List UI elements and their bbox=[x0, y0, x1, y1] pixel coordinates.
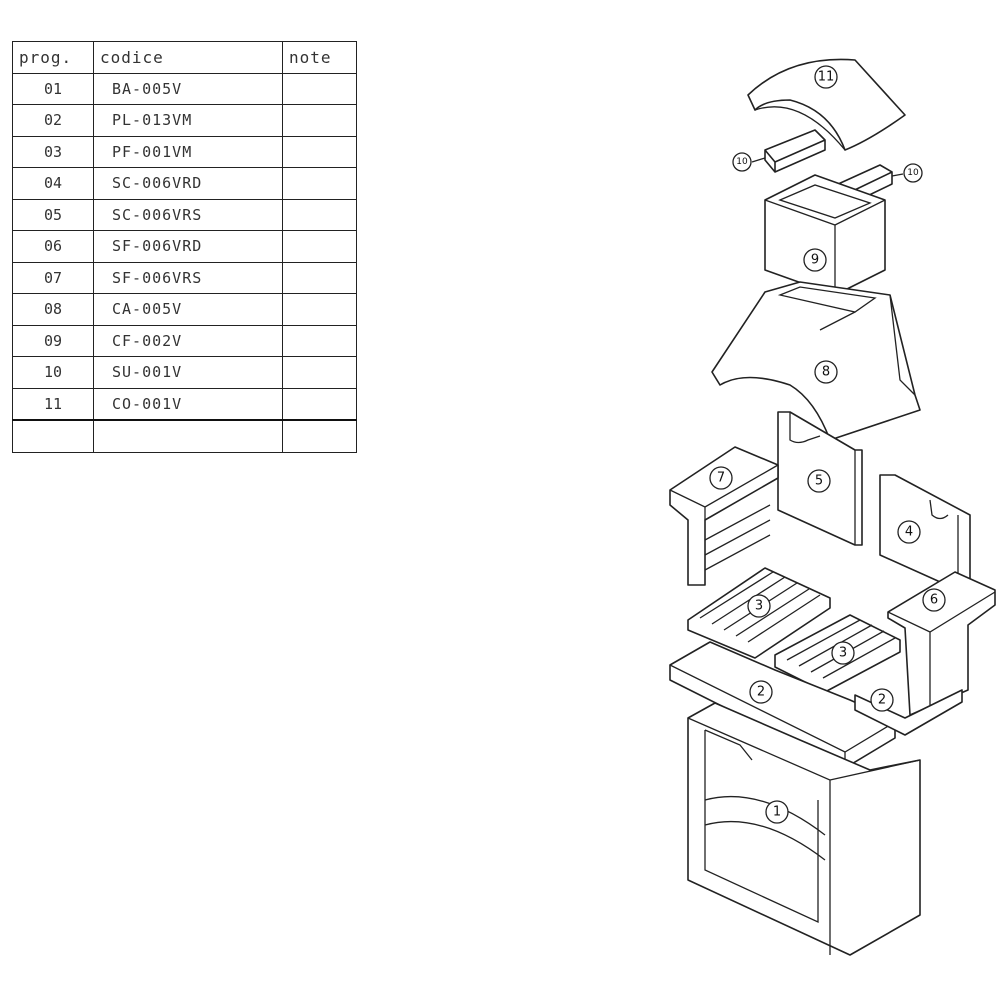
callout-7: 7 bbox=[709, 466, 733, 490]
cell-codice: CA-005V bbox=[93, 293, 283, 326]
cell-prog: 10 bbox=[12, 356, 94, 389]
cell-prog: 09 bbox=[12, 324, 94, 357]
cell-codice: SF-006VRS bbox=[93, 261, 283, 294]
svg-text:8: 8 bbox=[822, 365, 830, 380]
callout-2-right: 2 bbox=[870, 688, 894, 712]
part-11-cap bbox=[747, 58, 906, 151]
cell-prog: 08 bbox=[12, 293, 94, 326]
table-row-empty bbox=[12, 419, 357, 453]
svg-text:5: 5 bbox=[815, 474, 823, 489]
cell-prog: 01 bbox=[12, 72, 94, 105]
svg-text:6: 6 bbox=[930, 593, 938, 608]
part-2-base-plate bbox=[669, 641, 963, 769]
callout-6: 6 bbox=[922, 588, 946, 612]
table-header-row: prog. codice note bbox=[12, 41, 357, 74]
svg-text:2: 2 bbox=[878, 693, 886, 708]
svg-text:10: 10 bbox=[736, 157, 748, 167]
cell-prog: 04 bbox=[12, 167, 94, 200]
cell-note bbox=[282, 167, 357, 200]
callout-4: 4 bbox=[897, 520, 921, 544]
cell-codice: SC-006VRD bbox=[93, 167, 283, 200]
callout-5: 5 bbox=[807, 469, 831, 493]
part-8-hood bbox=[711, 281, 921, 441]
callout-2-left: 2 bbox=[749, 680, 773, 704]
cell-codice: SC-006VRS bbox=[93, 198, 283, 231]
cell-prog: 02 bbox=[12, 104, 94, 137]
callout-11: 11 bbox=[814, 65, 838, 89]
cell-prog: 07 bbox=[12, 261, 94, 294]
callout-3-left: 3 bbox=[747, 594, 771, 618]
cell-codice: SU-001V bbox=[93, 356, 283, 389]
cell-note bbox=[282, 135, 357, 168]
cell-prog: 03 bbox=[12, 135, 94, 168]
svg-text:3: 3 bbox=[755, 599, 763, 614]
svg-text:3: 3 bbox=[839, 646, 847, 661]
svg-text:10: 10 bbox=[907, 168, 919, 178]
callout-1: 1 bbox=[765, 800, 789, 824]
cell-note bbox=[282, 104, 357, 137]
part-6-right-panel bbox=[887, 571, 996, 716]
svg-text:7: 7 bbox=[717, 471, 725, 486]
header-prog: prog. bbox=[12, 41, 94, 74]
callout-8: 8 bbox=[814, 360, 838, 384]
svg-text:4: 4 bbox=[905, 525, 913, 540]
svg-text:1: 1 bbox=[773, 805, 781, 820]
svg-text:2: 2 bbox=[757, 685, 765, 700]
svg-text:9: 9 bbox=[811, 253, 819, 268]
cell-note bbox=[282, 72, 357, 105]
cell-codice: PF-001VM bbox=[93, 135, 283, 168]
svg-text:11: 11 bbox=[818, 70, 835, 85]
cell-codice: CO-001V bbox=[93, 387, 283, 421]
part-1-base bbox=[687, 702, 921, 956]
callout-10-right: 10 bbox=[903, 163, 923, 183]
cell-note bbox=[282, 387, 357, 421]
cell-note bbox=[282, 261, 357, 294]
cell-codice: CF-002V bbox=[93, 324, 283, 357]
part-9-flue bbox=[764, 174, 886, 296]
callout-10-left: 10 bbox=[732, 152, 752, 172]
callout-3-right: 3 bbox=[831, 641, 855, 665]
callout-9: 9 bbox=[803, 248, 827, 272]
header-codice: codice bbox=[93, 41, 283, 74]
part-7-left-panel bbox=[669, 446, 779, 586]
